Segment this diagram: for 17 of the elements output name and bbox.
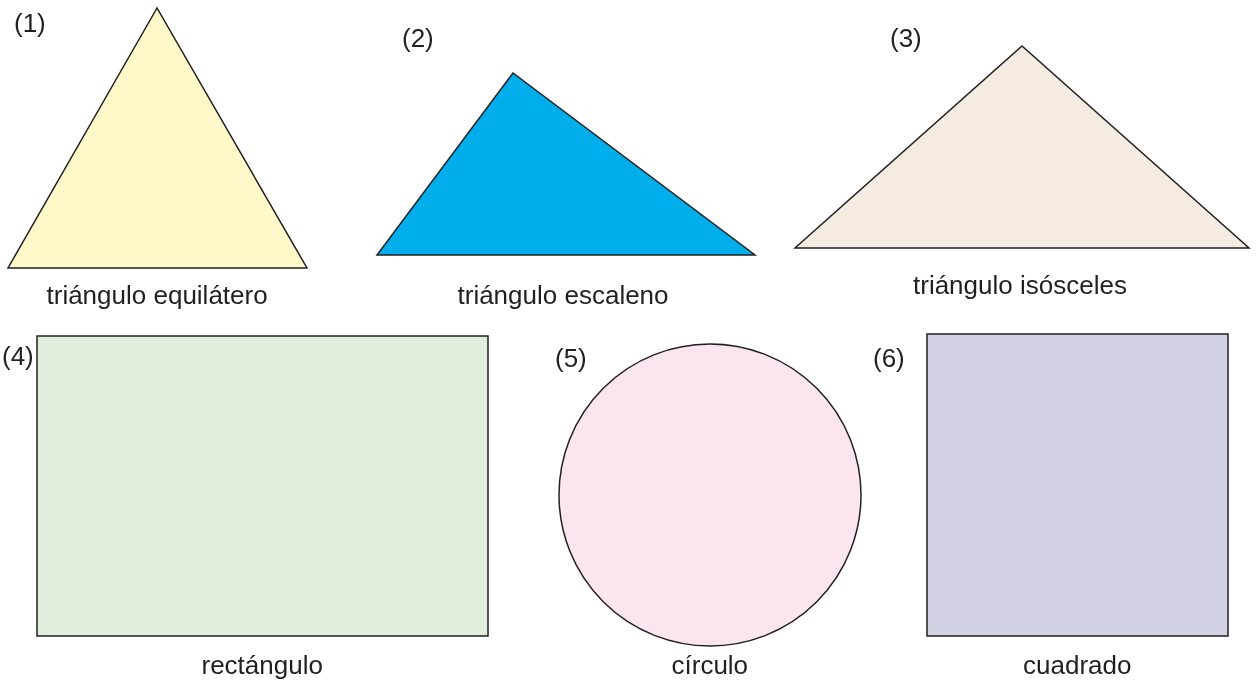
shape-caption: rectángulo xyxy=(201,652,323,678)
shape-number: (4) xyxy=(2,343,34,369)
triangle-shape xyxy=(8,8,307,268)
shape-number: (2) xyxy=(402,25,434,51)
shape-caption: triángulo equilátero xyxy=(46,282,268,308)
triangle-shape xyxy=(377,73,755,255)
circle-shape xyxy=(558,343,862,647)
rectangle-shape xyxy=(927,334,1228,636)
shape-number: (3) xyxy=(890,25,922,51)
shape-caption: círculo xyxy=(671,652,749,678)
shape-caption: triángulo isósceles xyxy=(913,272,1127,298)
shape-number: (5) xyxy=(555,345,587,371)
rectangle-shape xyxy=(37,336,488,636)
shape-number: (1) xyxy=(14,10,46,36)
shape-caption: cuadrado xyxy=(1023,652,1132,678)
shape-number: (6) xyxy=(873,345,905,371)
shape-caption: triángulo escaleno xyxy=(457,282,669,308)
